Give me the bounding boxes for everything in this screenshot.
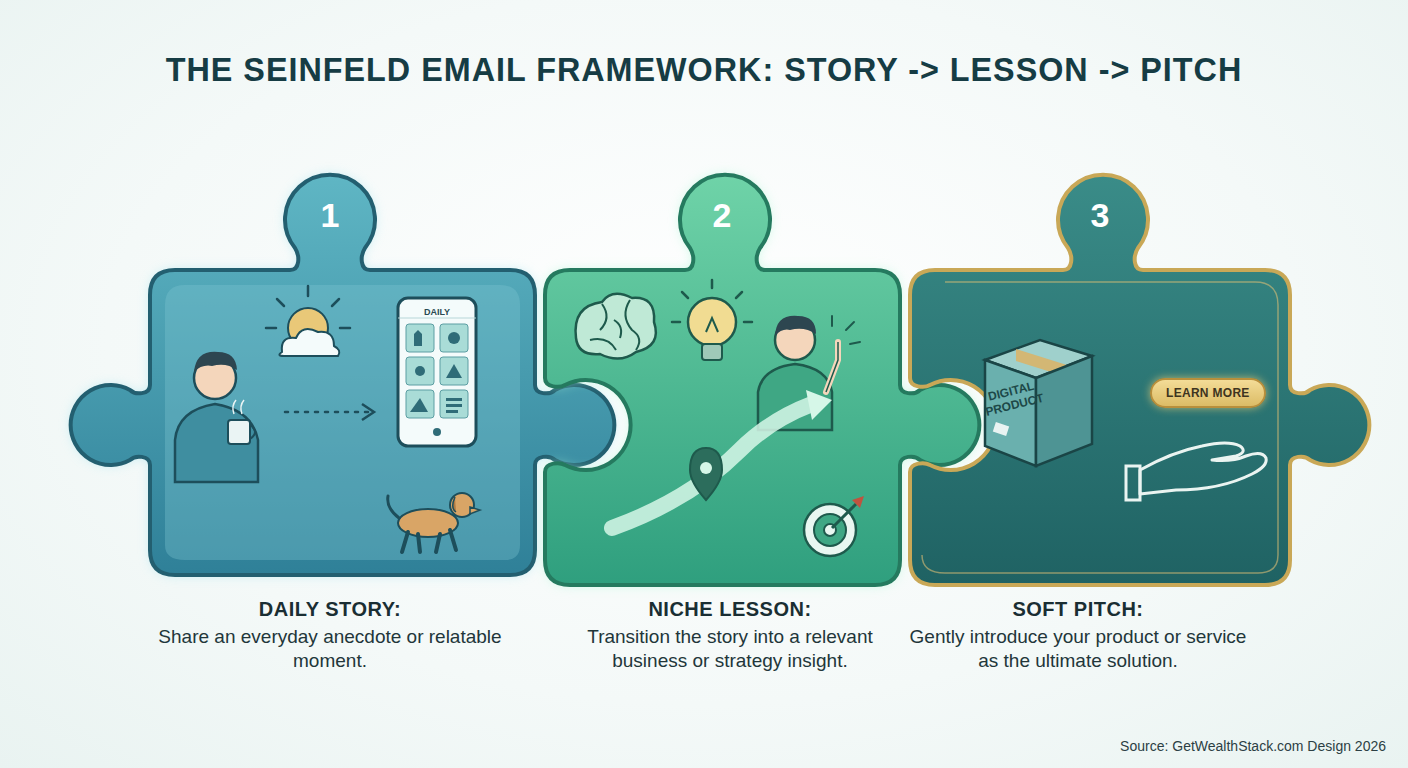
- step-number: 2: [692, 196, 752, 235]
- puzzle-piece: [71, 175, 615, 575]
- sun-cloud: [266, 286, 350, 356]
- puzzle-step: 2NICHE LESSON: Transition the story into …: [540, 170, 920, 690]
- lightbulb: [672, 280, 752, 360]
- phone: [398, 298, 476, 446]
- puzzle-step: 1DAILY STORY: Share an everyday anecdote …: [60, 170, 660, 690]
- box-label: DIGITAL PRODUCT: [973, 377, 1053, 422]
- button-label: LEARN MORE: [1166, 386, 1250, 400]
- puzzle-piece: [910, 175, 1369, 585]
- step-heading: SOFT PITCH:: [898, 598, 1258, 621]
- puzzle-step: 3SOFT PITCH:Gently introduce your produc…: [905, 170, 1365, 690]
- step-number: 1: [300, 196, 360, 235]
- dotted-arrow: [285, 404, 374, 420]
- step-description: Gently introduce your product or service…: [898, 625, 1258, 673]
- button: LEARN MORE: [1150, 378, 1266, 408]
- step-description: Transition the story into a relevant bus…: [550, 625, 910, 673]
- target: [804, 496, 864, 556]
- dog: [388, 493, 480, 552]
- source-note: Source: GetWealthStack.com Design 2026: [1120, 738, 1386, 754]
- open-hand: [1126, 443, 1266, 500]
- phone-label: DAILY: [398, 307, 476, 317]
- step-heading: DAILY STORY:: [150, 598, 510, 621]
- product-box-face: DIGITAL PRODUCT: [989, 362, 1037, 454]
- step-heading: NICHE LESSON:: [550, 598, 910, 621]
- step-number: 3: [1070, 196, 1130, 235]
- phone-screen: DAILY: [398, 298, 476, 446]
- growth-path: [612, 390, 832, 528]
- person-with-mug: [175, 352, 258, 482]
- brain: [576, 294, 656, 359]
- diagram-title: THE SEINFELD EMAIL FRAMEWORK: STORY -> L…: [0, 52, 1408, 89]
- step-description: Share an everyday anecdote or relatable …: [150, 625, 510, 673]
